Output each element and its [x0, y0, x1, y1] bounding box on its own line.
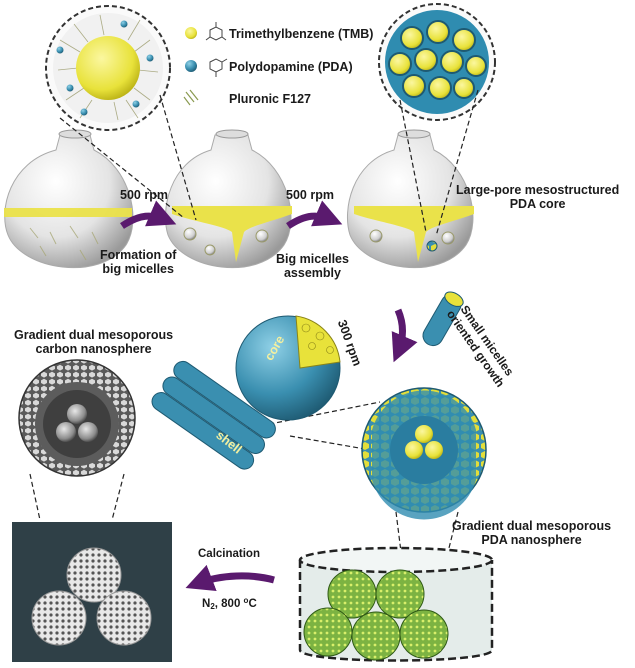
assembly-label: Big micelles assembly: [276, 252, 349, 281]
carbon-nanosphere: [18, 359, 136, 477]
formation-line-1: Formation of: [100, 248, 177, 262]
small-micelle-rod: [422, 291, 464, 347]
flask-2: [164, 129, 292, 268]
arrow-calcination: [185, 564, 275, 592]
carbon-spheres-panel: [12, 522, 172, 662]
legend-tmb-label: Trimethylbenzene (TMB): [229, 27, 374, 41]
step1-rpm-label: 500 rpm: [120, 188, 168, 202]
pda-line-1: Gradient dual mesoporous: [452, 519, 612, 533]
legend-icons: [183, 22, 228, 106]
tmb-molecule-icon: [205, 22, 227, 41]
arrow-step-2: [286, 200, 343, 229]
pda-molecule-icon: [209, 58, 228, 77]
assembly-line-2: assembly: [283, 266, 341, 281]
calcination-label: Calcination: [198, 548, 260, 560]
pda-nanosphere-label: Gradient dual mesoporous PDA nanosphere: [452, 519, 611, 548]
carbon-nanosphere-label: Gradient dual mesoporous carbon nanosphe…: [14, 328, 173, 357]
pda-nanosphere: [361, 387, 487, 520]
carbon-line-2: carbon nanosphere: [35, 342, 152, 357]
arrow-step-3: [391, 308, 418, 363]
tmb-legend-dot: [185, 27, 197, 39]
arrow-step-1: [120, 200, 177, 229]
formation-label: Formation of big micelles: [100, 248, 176, 277]
f127-icon: [183, 89, 199, 106]
pda-core-zoom: [378, 3, 496, 121]
cond-sub: 2: [210, 602, 215, 611]
core-shell-model: [151, 315, 341, 470]
core-line-2: PDA core: [509, 197, 566, 212]
cond-deg: o: [243, 596, 249, 605]
pda-legend-dot: [185, 60, 197, 72]
step2-rpm-label: 500 rpm: [286, 188, 334, 202]
cond-temp: , 800: [214, 598, 244, 610]
legend-f127-label: Pluronic F127: [229, 92, 311, 106]
assembly-line-1: Big micelles: [276, 252, 349, 266]
legend-pda-label: Polydopamine (PDA): [229, 60, 353, 74]
pda-spheres-beaker: [298, 546, 494, 662]
core-label: Large-pore mesostructured PDA core: [456, 183, 619, 212]
calcination-conditions: N2, 800 oC: [202, 596, 257, 611]
pda-line-2: PDA nanosphere: [481, 533, 582, 548]
process-arrows: [120, 200, 418, 592]
flask-1: [4, 129, 134, 268]
core-line-1: Large-pore mesostructured: [456, 183, 620, 197]
cond-n: N: [202, 598, 211, 610]
carbon-line-1: Gradient dual mesoporous: [14, 328, 174, 342]
cond-c: C: [248, 598, 257, 610]
formation-line-2: big micelles: [102, 262, 174, 277]
micelle-zoom: [45, 5, 171, 131]
